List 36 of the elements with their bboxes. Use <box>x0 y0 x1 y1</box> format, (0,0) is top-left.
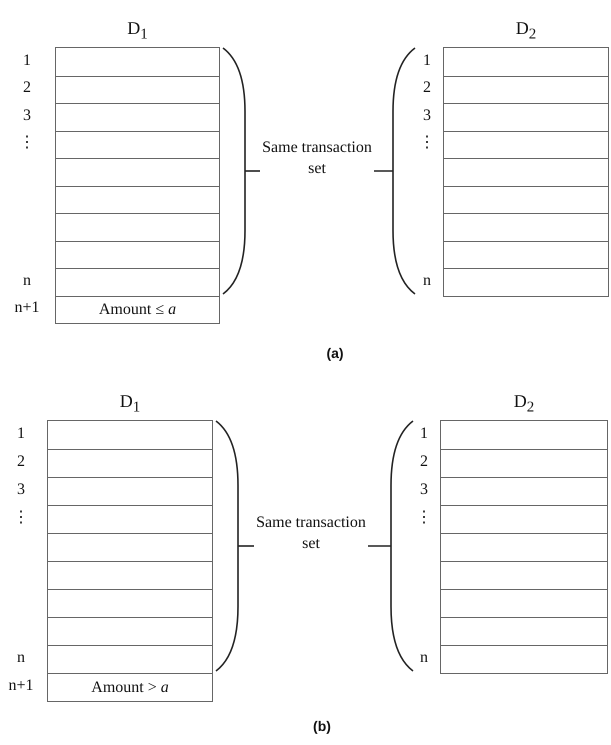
table-heading: D$_{1}$ <box>118 390 142 418</box>
row-number: 3 <box>422 106 432 126</box>
row-number: 2 <box>16 452 26 472</box>
row-number: 2 <box>422 78 432 98</box>
panel-caption: (b) <box>313 718 331 734</box>
note-text: Same transaction set <box>256 513 366 554</box>
connector-line <box>374 170 393 172</box>
row-number: 2 <box>419 452 429 472</box>
row-number: 1 <box>22 50 32 71</box>
row-number: 2 <box>22 78 32 98</box>
table-heading: D$_{2}$ <box>514 17 538 45</box>
row-number: n <box>16 648 26 668</box>
row-number: 1 <box>16 424 26 444</box>
connector-line <box>238 545 254 547</box>
row-number: n <box>422 270 432 291</box>
row-number: n+1 <box>13 298 41 318</box>
note-text: Same transaction set <box>262 138 372 179</box>
row-number: 1 <box>419 424 429 444</box>
panel-caption: (a) <box>326 345 344 361</box>
row-number: ⋮ <box>418 133 436 154</box>
row-number: n <box>22 270 32 291</box>
connector-line <box>368 545 391 547</box>
connector-line <box>245 170 260 172</box>
row-number: n <box>419 648 429 668</box>
row-number: n+1 <box>7 676 35 696</box>
row-number: 3 <box>419 480 429 500</box>
cell-text: Amount ≤ a <box>98 300 176 319</box>
row-number: ⋮ <box>415 508 433 528</box>
row-number: 1 <box>422 50 432 71</box>
row-number: 3 <box>22 106 32 126</box>
row-number: ⋮ <box>18 133 36 154</box>
row-number: ⋮ <box>12 508 30 528</box>
row-number: 3 <box>16 480 26 500</box>
table-heading: D$_{2}$ <box>512 390 536 418</box>
cell-text: Amount > a <box>91 678 169 696</box>
table-heading: D$_{1}$ <box>126 17 149 45</box>
